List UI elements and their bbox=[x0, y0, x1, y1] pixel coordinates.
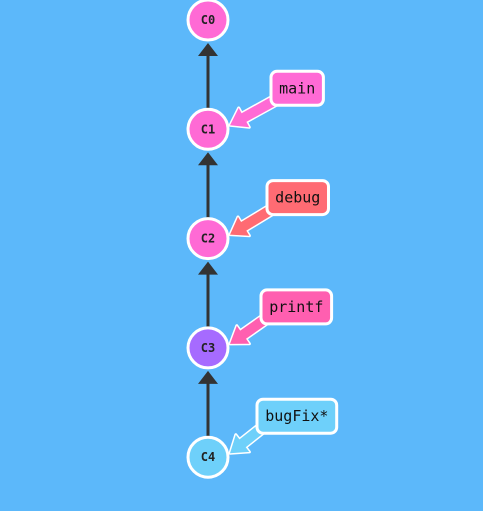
branch-box[interactable] bbox=[259, 288, 334, 326]
branch-box[interactable] bbox=[255, 397, 339, 435]
commit-node[interactable] bbox=[186, 217, 230, 261]
branches-layer: main debug printf bugFix* bbox=[228, 69, 339, 455]
commit-label: C4 bbox=[201, 450, 215, 464]
arrowhead-icon bbox=[198, 370, 218, 384]
branch-label: debug bbox=[275, 189, 320, 207]
commit-label: C3 bbox=[201, 341, 215, 355]
commit-node[interactable] bbox=[186, 0, 230, 42]
commit-C3[interactable]: C3 bbox=[186, 326, 230, 370]
commit-C0[interactable]: C0 bbox=[186, 0, 230, 42]
commit-node[interactable] bbox=[186, 326, 230, 370]
commit-label: C0 bbox=[201, 13, 215, 27]
arrowhead-icon bbox=[198, 43, 218, 56]
branch-printf[interactable]: printf bbox=[228, 288, 334, 346]
branch-label: bugFix* bbox=[265, 407, 328, 425]
edges-layer bbox=[198, 43, 218, 438]
branch-box[interactable] bbox=[269, 69, 325, 107]
commit-C2[interactable]: C2 bbox=[186, 217, 230, 261]
branch-label: printf bbox=[269, 298, 323, 316]
arrowhead-icon bbox=[198, 261, 218, 275]
commit-node[interactable] bbox=[186, 107, 230, 151]
branch-label: main bbox=[279, 79, 315, 97]
branch-bugFix-head[interactable]: bugFix* bbox=[228, 397, 339, 455]
commit-C4[interactable]: C4 bbox=[186, 435, 230, 479]
arrowhead-icon bbox=[198, 152, 218, 166]
edge-C4-C3 bbox=[198, 370, 218, 438]
edge-C1-C0 bbox=[198, 43, 218, 110]
commit-label: C2 bbox=[201, 232, 215, 246]
branch-debug[interactable]: debug bbox=[228, 179, 330, 238]
branch-box[interactable] bbox=[265, 179, 330, 217]
commit-label: C1 bbox=[201, 122, 215, 136]
commit-node[interactable] bbox=[186, 435, 230, 479]
branch-main[interactable]: main bbox=[228, 69, 325, 129]
edge-C2-C1 bbox=[198, 152, 218, 219]
edge-C3-C2 bbox=[198, 261, 218, 328]
commit-C1[interactable]: C1 bbox=[186, 107, 230, 151]
